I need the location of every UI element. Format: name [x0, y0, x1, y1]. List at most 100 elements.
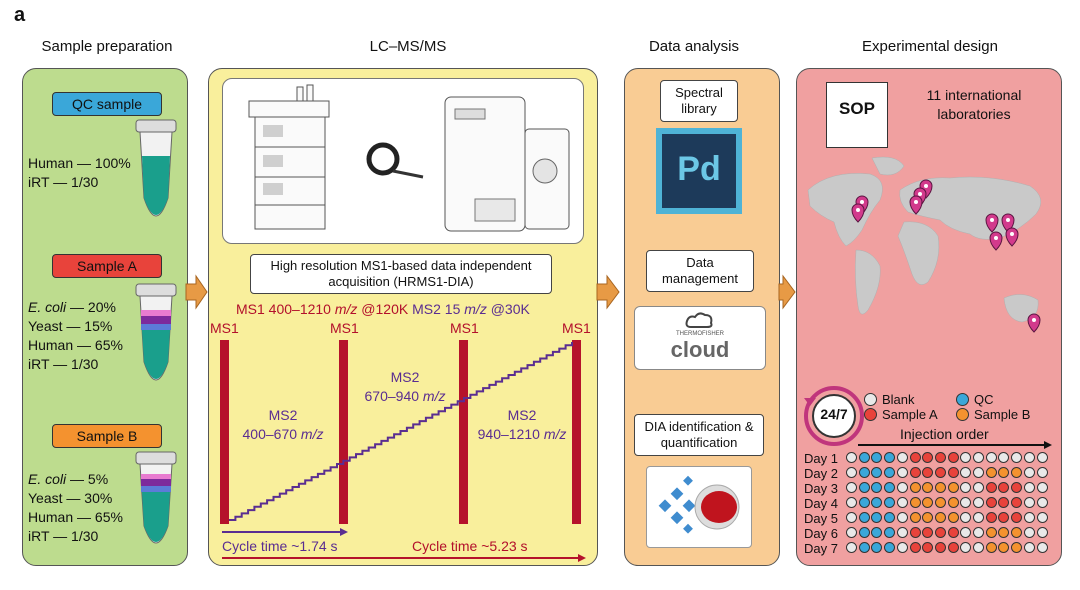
ms1-scan-bar-2: [339, 340, 348, 524]
injection-dot: [896, 467, 908, 478]
ms2-window-1: MS2 400–670 m/z: [242, 407, 324, 442]
dia-identification-box: DIA identification & quantification: [634, 414, 764, 456]
location-pin: [1001, 213, 1015, 233]
injection-dot: [858, 497, 870, 508]
injection-dot: [846, 482, 857, 493]
injection-dot: [960, 497, 972, 508]
ms2-staircase: [229, 342, 573, 521]
ms1-label-2: MS1: [330, 320, 359, 336]
arrow-lcms-to-analysis: [596, 274, 620, 310]
injection-order-arrow: [858, 441, 1052, 449]
africa: [897, 221, 940, 285]
injection-dot: [846, 467, 857, 478]
injection-dot: [896, 497, 908, 508]
injection-dot: [998, 482, 1010, 493]
panel-label: a: [14, 4, 26, 26]
title-lcms: LC–MS/MS: [369, 38, 447, 55]
injection-dot: [871, 452, 883, 463]
legend-blank: Blank: [864, 392, 915, 407]
injection-dot: [960, 452, 972, 463]
injection-dot: [846, 527, 857, 538]
dia-cycle-diagram: [220, 340, 586, 562]
injection-dot: [998, 467, 1010, 478]
injection-dot: [934, 527, 946, 538]
injection-dot: [1023, 512, 1035, 523]
thermofisher-cloud-logo: THERMOFISHER cloud: [634, 306, 766, 370]
injection-dot: [1036, 542, 1048, 553]
injection-dot: [1011, 512, 1023, 523]
injection-dot: [998, 452, 1010, 463]
b-comp-yeast: Yeast — 30%: [28, 490, 113, 506]
title-sample-preparation: Sample preparation: [41, 38, 173, 55]
injection-dot: [985, 527, 997, 538]
injection-dot: [1036, 482, 1048, 493]
injection-dot: [973, 482, 984, 493]
injection-dot: [846, 452, 857, 463]
cloud-icon: [685, 312, 713, 328]
injection-dot: [1023, 542, 1035, 553]
injection-dot: [922, 512, 934, 523]
injection-dot: [1011, 482, 1023, 493]
injection-dot: [858, 542, 870, 553]
injection-dot: [973, 527, 984, 538]
instrument-illustration: [222, 78, 584, 244]
injection-dot: [884, 482, 896, 493]
injection-dot: [858, 482, 870, 493]
a-comp-irt: iRT — 1/30: [28, 356, 99, 372]
injection-dot: [934, 512, 946, 523]
injection-dot: [985, 452, 997, 463]
injection-dot: [998, 512, 1010, 523]
injection-dot: [909, 527, 921, 538]
injection-dot: [985, 482, 997, 493]
injection-dot: [998, 527, 1010, 538]
injection-dot: [884, 452, 896, 463]
injection-dot: [1036, 467, 1048, 478]
qc-comp-irt: iRT — 1/30: [28, 174, 99, 190]
injection-dot: [909, 467, 921, 478]
injection-dot: [985, 512, 997, 523]
injection-dot: [871, 497, 883, 508]
injection-dot: [973, 452, 984, 463]
injection-dot: [846, 542, 857, 553]
a-comp-yeast: Yeast — 15%: [28, 318, 113, 334]
injection-dot: [1023, 497, 1035, 508]
cycle-time-short: Cycle time ~1.74 s: [222, 538, 338, 554]
injection-dot: [871, 542, 883, 553]
injection-dot: [896, 527, 908, 538]
injection-dot: [1011, 467, 1023, 478]
injection-dot: [1023, 527, 1035, 538]
location-pin: [851, 203, 865, 223]
injection-dot: [909, 512, 921, 523]
spectronaut-icon: [658, 475, 740, 534]
legend-dot: [956, 408, 969, 421]
injection-dot: [884, 527, 896, 538]
injection-dot: [1023, 452, 1035, 463]
data-management-box: Data management: [646, 250, 754, 292]
injection-dot: [858, 452, 870, 463]
injection-dot: [858, 512, 870, 523]
injection-dot: [884, 542, 896, 553]
sample-b-tube-icon: [135, 451, 177, 544]
badge-24-7-text: 24/7: [820, 406, 848, 422]
dia-software-logo: [646, 466, 752, 548]
injection-dot: [1036, 512, 1048, 523]
day-label: Day 1: [804, 451, 838, 466]
injection-dot: [1023, 482, 1035, 493]
ms1-label-1: MS1: [210, 320, 239, 336]
legend-sample-a: Sample A: [864, 407, 938, 422]
location-pin: [989, 231, 1003, 251]
injection-dot: [960, 527, 972, 538]
injection-dot: [909, 542, 921, 553]
arrow-analysis-to-design: [778, 274, 796, 310]
qc-tube-icon: [135, 119, 177, 217]
a-comp-human: Human — 65%: [28, 337, 123, 353]
ms1-scan-bar-3: [459, 340, 468, 524]
lc-ms-instrument-icon: [248, 84, 570, 232]
legend-sample-b: Sample B: [956, 407, 1030, 422]
b-comp-ecoli: E. coli — 5%: [28, 471, 109, 487]
injection-dot: [973, 497, 984, 508]
ms2-window-3: MS2 940–1210 m/z: [477, 407, 567, 442]
qc-composition: Human — 100% iRT — 1/30: [28, 154, 131, 192]
injection-dot: [858, 467, 870, 478]
injection-dot: [846, 512, 857, 523]
